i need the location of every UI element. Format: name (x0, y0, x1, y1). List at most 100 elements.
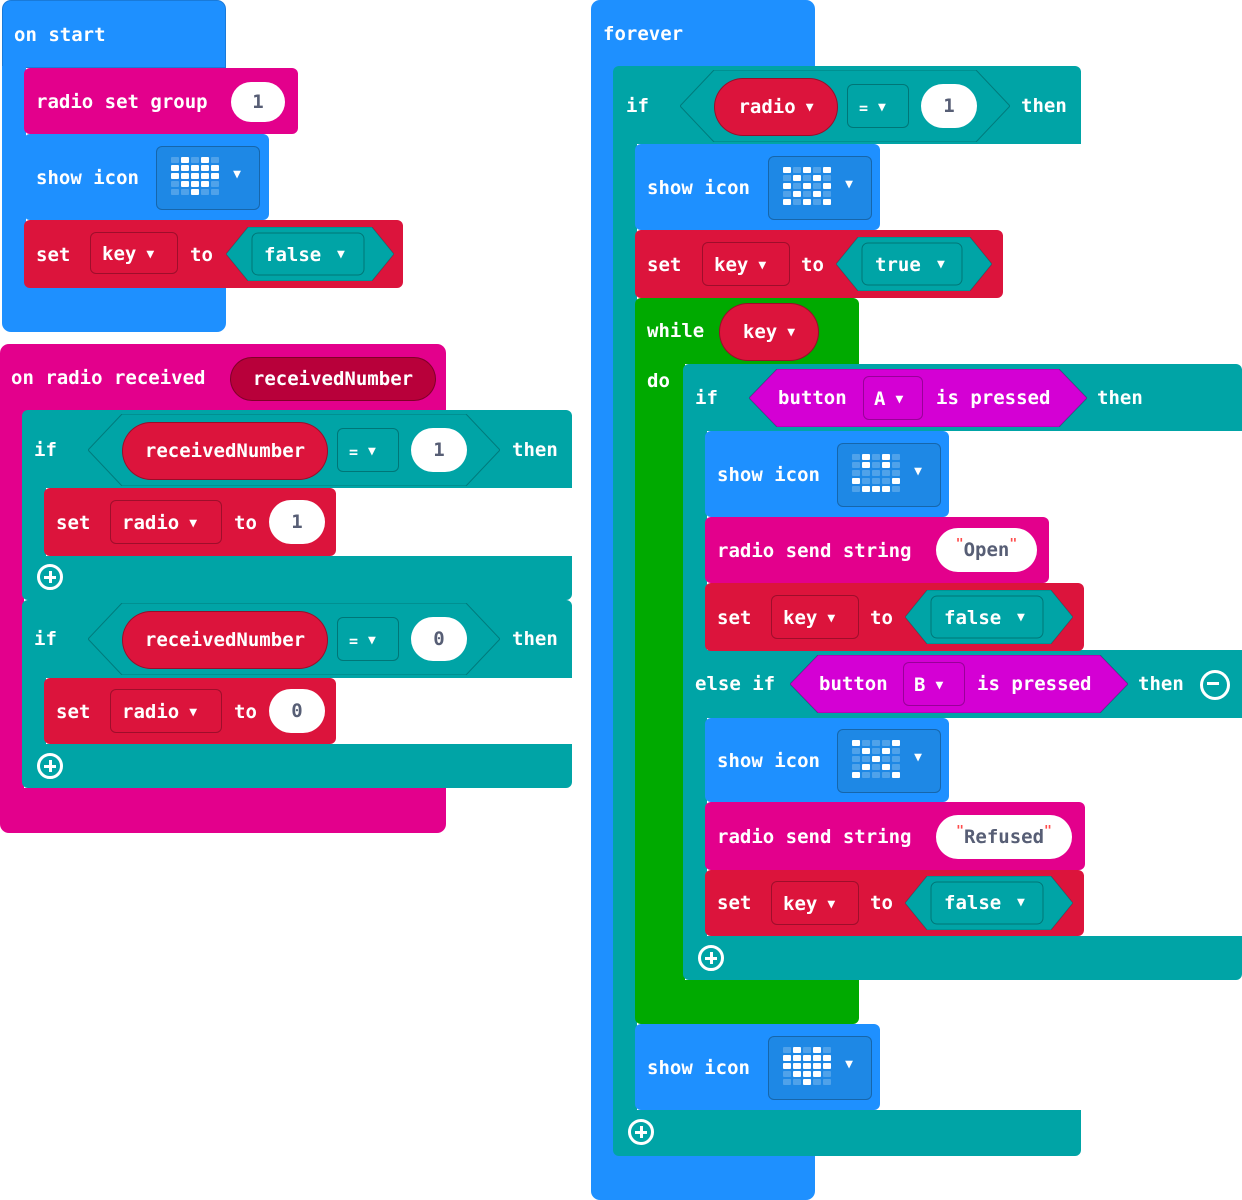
boolean-false-block[interactable] (905, 590, 1073, 644)
button-a-dropdown[interactable]: A▼ (863, 376, 923, 420)
led-cell (852, 486, 860, 492)
led-cell (872, 740, 880, 746)
group-number-input[interactable]: 1 (231, 82, 285, 122)
on-start-hat[interactable] (2, 0, 226, 68)
led-cell (201, 157, 209, 163)
led-cell (862, 748, 870, 754)
icon-picker[interactable]: ▼ (156, 146, 260, 210)
string-input-open[interactable]: "Open" (936, 528, 1037, 572)
icon-picker[interactable]: ▼ (768, 1036, 872, 1100)
remove-else-if-icon[interactable] (1200, 670, 1230, 700)
led-cell (181, 173, 189, 179)
chevron-down-icon: ▼ (1017, 895, 1025, 910)
led-cell (852, 772, 860, 778)
led-cell (852, 748, 860, 754)
icon-picker[interactable]: ▼ (837, 729, 941, 793)
variable-dropdown-key[interactable]: key▼ (702, 242, 790, 286)
add-else-icon[interactable] (37, 564, 63, 590)
set-value-input[interactable]: 1 (269, 500, 325, 544)
show-icon-label: show icon (647, 177, 750, 199)
led-cell (813, 199, 821, 205)
led-cell (783, 1079, 791, 1085)
quote-icon: " (1009, 537, 1018, 552)
led-cell (211, 157, 219, 163)
led-cell (872, 462, 880, 468)
if-button-arm-1 (683, 429, 707, 653)
led-cell (862, 470, 870, 476)
boolean-value: false (944, 892, 1002, 914)
no-icon (852, 740, 902, 780)
led-cell (892, 756, 900, 762)
key-variable-dropdown[interactable]: key▼ (719, 303, 819, 361)
variable-dropdown-radio[interactable]: radio▼ (110, 500, 222, 544)
set-value-input[interactable]: 0 (269, 689, 325, 733)
variable-dropdown-key[interactable]: key▼ (771, 595, 859, 639)
then-label: then (512, 628, 558, 650)
radio-variable-dropdown[interactable]: radio▼ (714, 78, 838, 136)
boolean-value: false (944, 607, 1002, 629)
led-cell (211, 189, 219, 195)
variable-dropdown-key[interactable]: key▼ (90, 232, 178, 274)
quote-icon: " (1044, 824, 1052, 839)
led-cell (793, 183, 801, 189)
led-cell (813, 1071, 821, 1077)
compare-value-input[interactable]: 0 (411, 617, 467, 661)
led-cell (181, 189, 189, 195)
button-label: button (778, 387, 847, 409)
led-cell (872, 486, 880, 492)
chevron-down-icon: ▼ (827, 897, 836, 912)
quote-icon: " (956, 824, 964, 839)
led-cell (211, 165, 219, 171)
variable-name: key (783, 893, 818, 915)
led-cell (823, 1055, 831, 1061)
button-b-dropdown[interactable]: B▼ (903, 662, 965, 706)
led-cell (803, 1047, 811, 1053)
radio-set-group-label: radio set group (36, 91, 208, 113)
compare-value-input[interactable]: 1 (921, 84, 977, 128)
led-cell (211, 173, 219, 179)
chevron-down-icon: ▼ (935, 678, 944, 693)
show-icon-label: show icon (36, 167, 139, 189)
icon-picker[interactable]: ▼ (768, 156, 872, 220)
led-cell (191, 165, 199, 171)
add-else-icon[interactable] (698, 945, 724, 971)
variable-dropdown-radio[interactable]: radio▼ (110, 689, 222, 733)
led-cell (882, 486, 890, 492)
led-cell (882, 748, 890, 754)
led-cell (823, 183, 831, 189)
icon-picker[interactable]: ▼ (837, 443, 941, 507)
show-icon-label: show icon (717, 750, 820, 772)
received-number-var[interactable]: receivedNumber (122, 422, 328, 480)
operator-dropdown[interactable]: =▼ (337, 617, 399, 661)
led-cell (852, 756, 860, 762)
variable-dropdown-key[interactable]: key ▼ (771, 881, 859, 925)
led-cell (803, 1055, 811, 1061)
led-cell (803, 1071, 811, 1077)
chevron-down-icon: ▼ (368, 444, 376, 459)
compare-value-input[interactable]: 1 (411, 428, 467, 472)
led-cell (882, 454, 890, 460)
if-radio-arm (613, 142, 637, 1112)
led-cell (783, 183, 791, 189)
led-cell (793, 1071, 801, 1077)
boolean-false-block[interactable] (226, 227, 394, 281)
add-else-icon[interactable] (628, 1119, 654, 1145)
received-number-var[interactable]: receivedNumber (122, 611, 328, 669)
led-cell (872, 772, 880, 778)
set-label: set (717, 892, 752, 914)
led-cell (803, 199, 811, 205)
forever-hat[interactable] (591, 0, 815, 68)
string-input-refused[interactable]: "Refused" (936, 815, 1072, 859)
operator-dropdown[interactable]: =▼ (847, 84, 909, 128)
is-pressed-label: is pressed (977, 673, 1092, 695)
add-else-icon[interactable] (37, 753, 63, 779)
chevron-down-icon: ▼ (787, 325, 796, 340)
received-number-param[interactable]: receivedNumber (230, 357, 436, 401)
led-cell (882, 478, 890, 484)
operator-dropdown[interactable]: =▼ (337, 428, 399, 472)
boolean-true-block[interactable] (836, 237, 992, 291)
led-cell (882, 462, 890, 468)
led-cell (882, 470, 890, 476)
set-label: set (56, 512, 91, 534)
boolean-false-block[interactable] (905, 876, 1073, 930)
